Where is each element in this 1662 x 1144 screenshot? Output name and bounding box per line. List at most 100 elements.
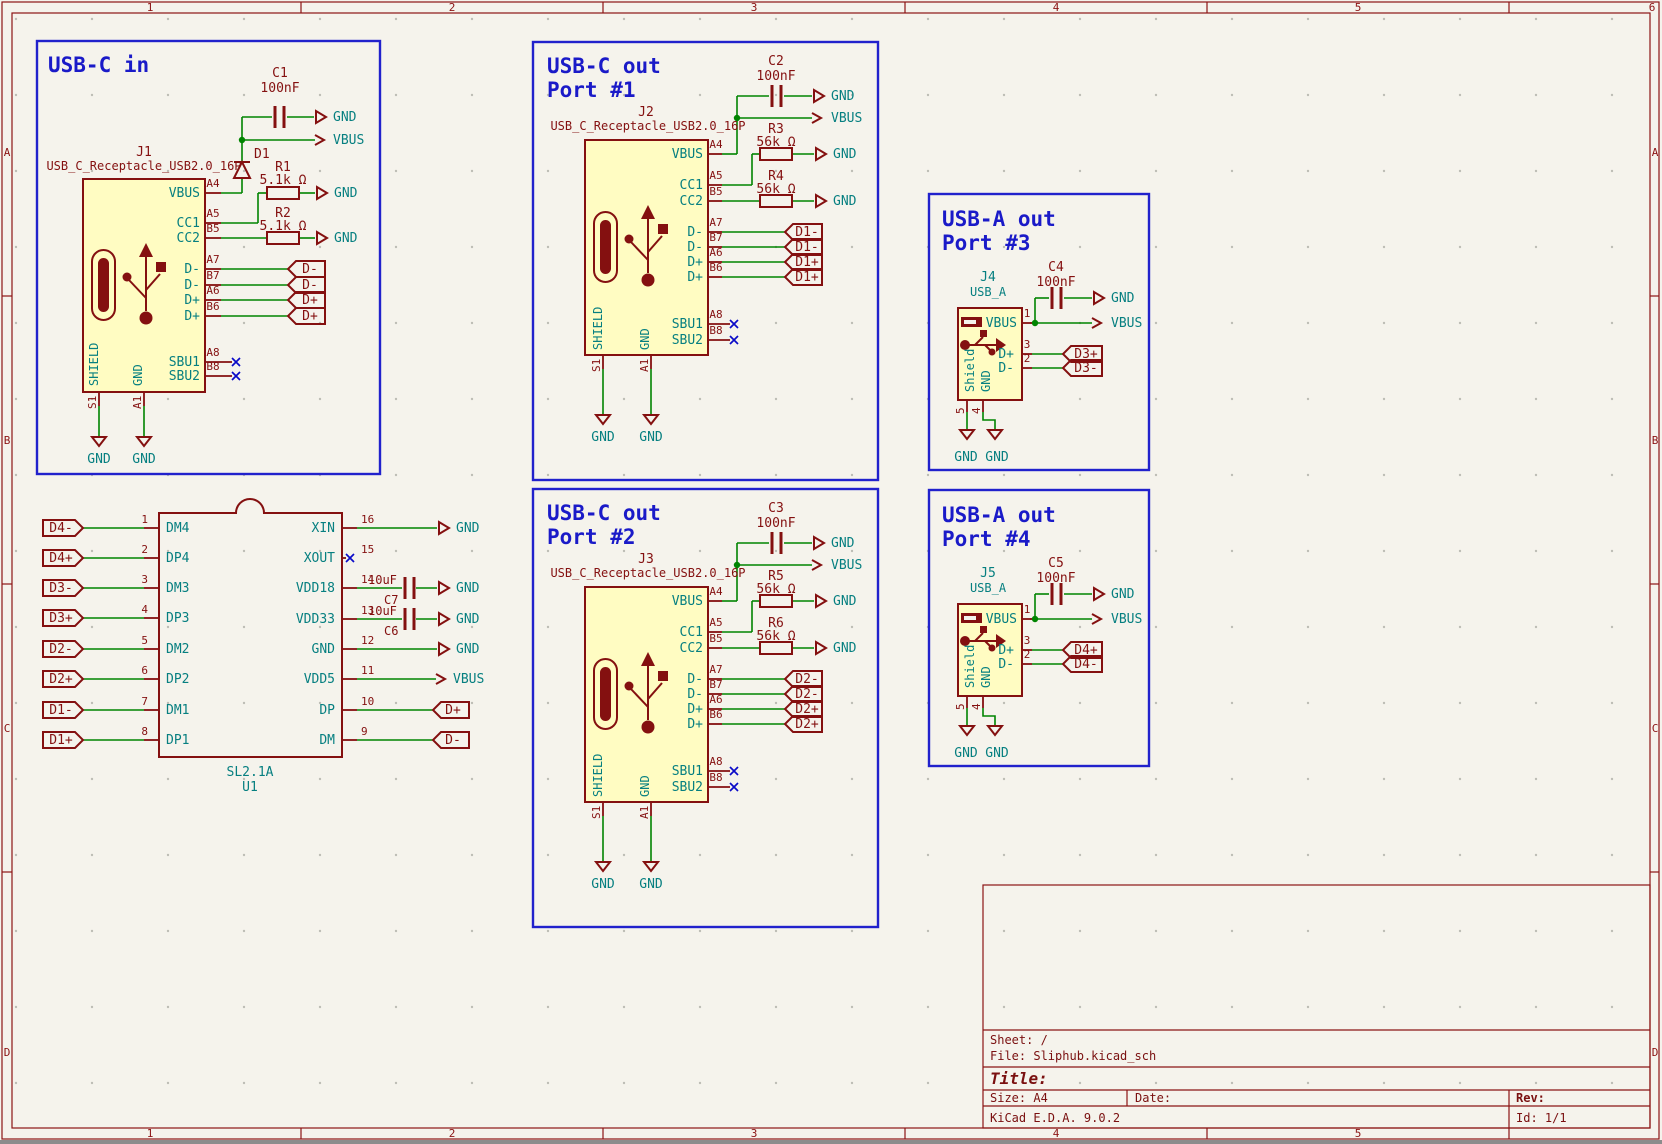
svg-text:B8: B8 — [709, 324, 722, 337]
svg-text:GND: GND — [833, 594, 857, 609]
junction — [239, 137, 245, 143]
svg-text:D1+: D1+ — [49, 733, 73, 748]
junction — [1032, 320, 1038, 326]
value: 100nF — [1036, 571, 1075, 586]
ref: C5 — [1048, 556, 1064, 571]
svg-text:B6: B6 — [709, 708, 722, 721]
svg-text:D+: D+ — [998, 347, 1014, 362]
svg-text:DP4: DP4 — [166, 551, 190, 566]
svg-text:B7: B7 — [709, 678, 722, 691]
svg-text:A6: A6 — [709, 693, 722, 706]
file-name: File: Sliphub.kicad_sch — [990, 1049, 1156, 1063]
svg-text:4: 4 — [141, 603, 148, 616]
svg-text:GND: GND — [456, 612, 480, 627]
svg-text:A7: A7 — [206, 253, 219, 266]
svg-text:D-: D- — [184, 278, 200, 293]
svg-text:D-: D- — [184, 262, 200, 277]
ref: J5 — [980, 566, 996, 581]
svg-text:GND: GND — [591, 877, 615, 892]
svg-text:D-: D- — [302, 262, 318, 277]
svg-text:B5: B5 — [709, 185, 722, 198]
zone-row: B — [1652, 434, 1659, 447]
svg-text:4: 4 — [970, 703, 983, 710]
svg-text:A1: A1 — [638, 806, 651, 819]
svg-text:3: 3 — [1024, 338, 1031, 351]
svg-text:A4: A4 — [206, 177, 220, 190]
part-name: USB_C_Receptacle_USB2.0_16P — [46, 159, 241, 173]
svg-text:D2+: D2+ — [49, 672, 73, 687]
zone-row: A — [1652, 146, 1659, 159]
svg-text:S1: S1 — [590, 806, 603, 819]
section-subtitle: Port #4 — [942, 527, 1031, 551]
svg-text:VBUS: VBUS — [453, 672, 484, 687]
rev-label: Rev: — [1516, 1091, 1545, 1105]
svg-text:SHIELD: SHIELD — [591, 307, 605, 350]
zone-row: D — [4, 1046, 11, 1059]
svg-text:B8: B8 — [709, 771, 722, 784]
svg-text:GND: GND — [639, 877, 663, 892]
svg-text:D4+: D4+ — [49, 551, 73, 566]
svg-text:VBUS: VBUS — [672, 147, 703, 162]
svg-text:GND: GND — [456, 581, 480, 596]
svg-text:GND: GND — [833, 194, 857, 209]
svg-text:D-: D- — [687, 687, 703, 702]
net-gnd: GND — [334, 186, 358, 201]
svg-text:CC2: CC2 — [680, 641, 703, 656]
zone-col: 5 — [1355, 1, 1362, 14]
section-title[interactable]: USB-C in — [48, 53, 149, 77]
svg-text:XIN: XIN — [312, 521, 335, 536]
svg-text:CC1: CC1 — [680, 625, 703, 640]
svg-text:D3+: D3+ — [49, 611, 73, 626]
svg-text:D+: D+ — [687, 270, 703, 285]
zone-row: D — [1652, 1046, 1659, 1059]
ref[interactable]: U1 — [242, 780, 258, 795]
junction — [1032, 616, 1038, 622]
svg-text:S1: S1 — [590, 359, 603, 372]
svg-text:GND: GND — [639, 430, 663, 445]
zone-row: C — [4, 722, 11, 735]
date-label: Date: — [1135, 1091, 1171, 1105]
svg-text:GND: GND — [831, 89, 855, 104]
svg-text:SBU2: SBU2 — [169, 369, 200, 384]
svg-text:GND: GND — [833, 147, 857, 162]
svg-text:GND: GND — [131, 364, 145, 386]
value: 10uF — [368, 604, 397, 618]
svg-text:XOUT: XOUT — [304, 551, 335, 566]
svg-text:2: 2 — [1024, 648, 1031, 661]
zone-col: 4 — [1053, 1127, 1060, 1140]
svg-text:12: 12 — [361, 634, 374, 647]
svg-text:VBUS: VBUS — [1111, 612, 1142, 627]
svg-text:A6: A6 — [709, 246, 722, 259]
svg-text:D1+: D1+ — [795, 255, 819, 270]
svg-text:D2+: D2+ — [795, 702, 819, 717]
svg-text:GND: GND — [638, 328, 652, 350]
svg-text:B8: B8 — [206, 360, 219, 373]
value: 5.1k Ω — [260, 173, 307, 188]
svg-text:D2-: D2- — [795, 687, 818, 702]
svg-text:D2+: D2+ — [795, 717, 819, 732]
svg-text:D+: D+ — [445, 703, 461, 718]
ref[interactable]: C1 — [272, 66, 288, 81]
svg-text:D-: D- — [302, 278, 318, 293]
ref: D1 — [254, 147, 270, 162]
svg-text:GND: GND — [985, 450, 1009, 465]
svg-text:GND: GND — [985, 746, 1009, 761]
svg-text:A4: A4 — [709, 585, 723, 598]
net-gnd: GND — [334, 231, 358, 246]
value[interactable]: 100nF — [260, 81, 299, 96]
svg-text:D2-: D2- — [795, 672, 818, 687]
value[interactable]: SL2.1A — [227, 765, 274, 780]
zone-col: 2 — [449, 1, 456, 14]
svg-text:DM4: DM4 — [166, 521, 190, 536]
value: 10uF — [368, 573, 397, 587]
svg-text:D-: D- — [687, 672, 703, 687]
svg-text:1: 1 — [1024, 603, 1031, 616]
svg-text:D+: D+ — [302, 293, 318, 308]
svg-text:CC1: CC1 — [680, 178, 703, 193]
svg-text:A7: A7 — [709, 216, 722, 229]
svg-text:SHIELD: SHIELD — [591, 754, 605, 797]
zone-row: B — [4, 434, 11, 447]
svg-text:CC1: CC1 — [177, 216, 200, 231]
svg-text:GND: GND — [954, 450, 978, 465]
